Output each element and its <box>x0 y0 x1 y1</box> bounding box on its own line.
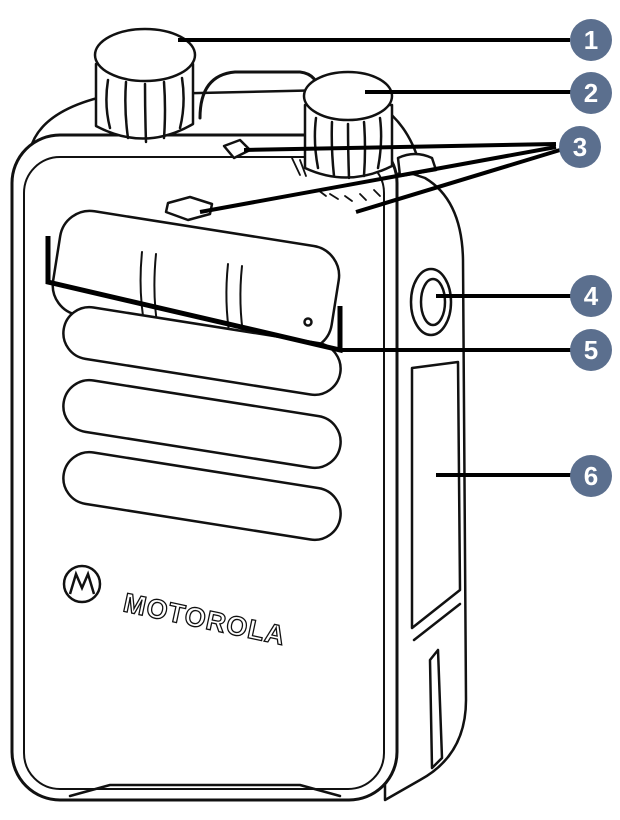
side-button-inner <box>421 279 445 325</box>
callout-2-number: 2 <box>584 78 598 108</box>
knob-1 <box>95 29 195 142</box>
knob-1-top <box>95 29 195 81</box>
motorola-batwing-logo-icon <box>64 566 100 602</box>
callout-4: 4 <box>570 275 612 317</box>
callout-3: 3 <box>559 126 601 168</box>
callout-1-number: 1 <box>584 25 598 55</box>
callout-4-number: 4 <box>584 281 599 311</box>
speaker-slot-dot <box>305 319 312 326</box>
device-illustration <box>12 29 466 800</box>
callout-1: 1 <box>570 19 612 61</box>
callout-5: 5 <box>570 329 612 371</box>
side-panel <box>412 362 460 628</box>
callout-2: 2 <box>570 72 612 114</box>
knob-2 <box>304 72 392 178</box>
knob-2-top <box>304 72 392 120</box>
callout-6: 6 <box>570 455 612 497</box>
callout-5-number: 5 <box>584 335 598 365</box>
callout-3-number: 3 <box>573 132 587 162</box>
callout-6-number: 6 <box>584 461 598 491</box>
